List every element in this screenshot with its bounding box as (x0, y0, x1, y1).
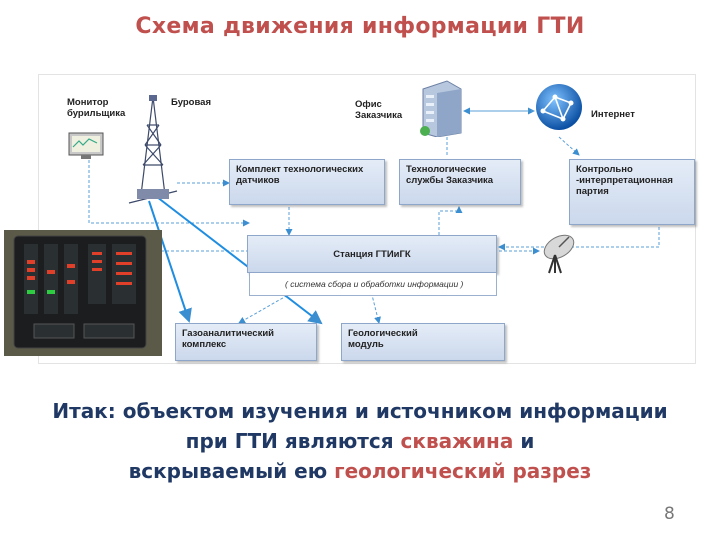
drilling-rig-icon (128, 95, 178, 204)
station-caption: ( система сбора и обработки информации ) (285, 279, 464, 289)
conclusion-text: Итак: объектом изучения и источником инф… (0, 396, 720, 486)
conclusion-line-3: вскрываемый ею геологический разрез (128, 459, 592, 483)
highlight-geologic-section: геологический разрез (334, 459, 592, 483)
slide-title: Схема движения информации ГТИ (135, 14, 585, 39)
satellite-dish-icon (543, 234, 575, 274)
office-building-icon (420, 80, 462, 137)
station-box: Станция ГТИиГК (247, 235, 497, 273)
monitor-icon (68, 132, 104, 159)
station-caption-area (249, 273, 497, 296)
gas-analyzer-photo (4, 230, 162, 356)
highlight-well: скважина (400, 429, 514, 453)
conclusion-line-1: Итак: объектом изучения и источником инф… (52, 399, 668, 423)
page-number: 8 (664, 504, 675, 524)
internet-globe-icon (536, 84, 582, 130)
rig-label: Буровая (171, 97, 212, 108)
conclusion-line-2: при ГТИ являются скважина и (185, 429, 535, 453)
gas-analyzer-panel-icon (4, 230, 162, 356)
internet-label: Интернет (591, 109, 635, 120)
